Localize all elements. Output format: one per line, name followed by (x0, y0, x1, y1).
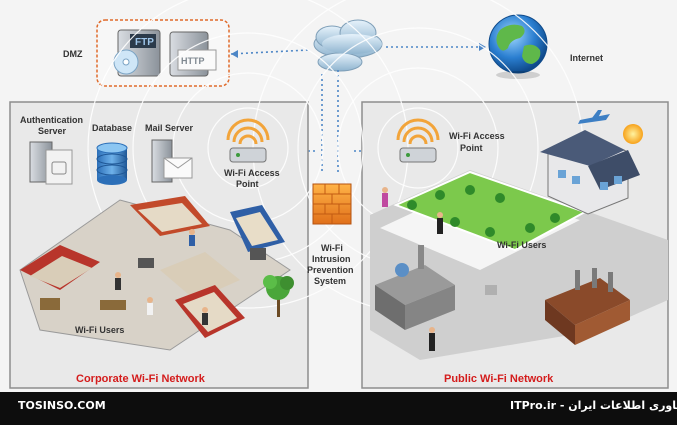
ips-label: Wi-Fi Intrusion Prevention System (307, 243, 356, 286)
mail-server-icon (151, 139, 193, 183)
footer-bar (0, 392, 677, 425)
public-ap-label: Wi-Fi Access Point (449, 131, 507, 153)
public-users-label: Wi-Fi Users (497, 240, 546, 250)
database-label: Database (92, 123, 132, 133)
corp-access-point-icon (226, 118, 270, 163)
footer-right-text: انجمن تخصصی فناوری اطلاعات ایران - ITPro… (510, 399, 677, 412)
dmz-label: DMZ (63, 49, 83, 59)
http-text: HTTP (181, 56, 205, 66)
auth-server-label: Authentication Server (20, 115, 86, 136)
corporate-office-illustration (19, 196, 294, 351)
corp-users-label: Wi-Fi Users (75, 325, 124, 335)
public-city-illustration (370, 110, 668, 360)
ips-firewall-icon (312, 183, 352, 225)
ftp-text: FTP (135, 37, 154, 48)
public-network-title: Public Wi-Fi Network (444, 373, 554, 385)
corporate-network-title: Corporate Wi-Fi Network (76, 373, 206, 385)
authentication-server-icon (29, 141, 73, 185)
public-access-point-icon (396, 118, 440, 163)
ftp-server-icon: FTP (113, 29, 161, 77)
http-server-icon: HTTP (169, 31, 217, 77)
internet-label: Internet (570, 53, 603, 63)
footer-left-text: TOSINSO.COM (18, 399, 106, 412)
corp-ap-label: Wi-Fi Access Point (224, 168, 282, 189)
database-icon (96, 142, 128, 185)
mail-server-label: Mail Server (145, 123, 194, 133)
